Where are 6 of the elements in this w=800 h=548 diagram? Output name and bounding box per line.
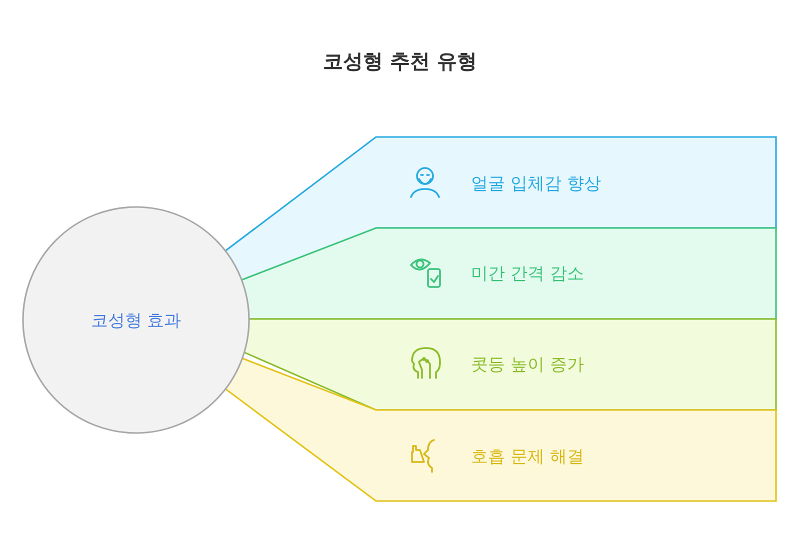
circle-label: 코성형 효과: [90, 310, 182, 332]
band-label: 콧등 높이 증가: [471, 354, 584, 376]
title: 코성형 추천 유형: [322, 48, 478, 75]
band-label: 호흡 문제 해결: [471, 446, 584, 468]
band-label: 얼굴 입체감 향상: [471, 173, 601, 195]
band-label: 미간 간격 감소: [471, 263, 584, 285]
